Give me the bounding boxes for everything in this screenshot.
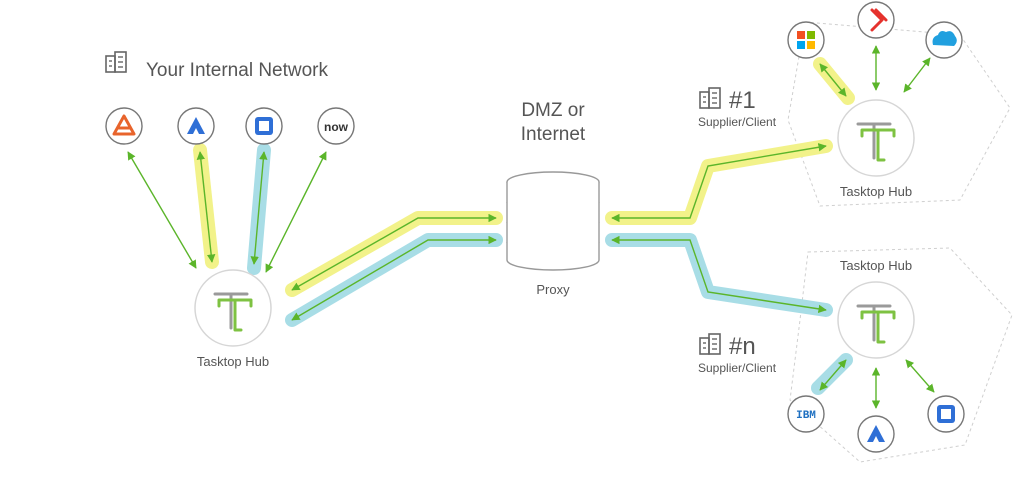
internal-hub: Tasktop Hub [193, 268, 273, 369]
internal-tool-jira [245, 107, 283, 145]
suppliern-tool-jira-align [857, 415, 895, 453]
supplier1-tool-microsoft [787, 21, 825, 59]
proxy-server: Proxy [506, 171, 600, 297]
internal-network-title: Your Internal Network [146, 60, 329, 81]
suppliern-header: #n Supplier/Client [698, 333, 777, 375]
dmz-label: DMZ or Internet [521, 100, 586, 145]
suppliern-label: Supplier/Client [698, 361, 777, 375]
internal-hub-label: Tasktop Hub [197, 354, 269, 369]
building-icon [105, 51, 127, 73]
supplier1-ring [787, 21, 1011, 207]
suppliern-hub-label: Tasktop Hub [840, 258, 912, 273]
dmz-line2: Internet [521, 124, 586, 145]
supplier1-number: #1 [729, 87, 756, 114]
arrows [127, 45, 935, 409]
supplier1-label: Supplier/Client [698, 115, 777, 129]
internal-network-header: Your Internal Network [105, 51, 329, 81]
suppliern-ring [789, 247, 1013, 463]
dmz-line1: DMZ or [521, 100, 585, 121]
supplier1-tool-salesforce [925, 21, 963, 59]
tasktop-hub-icon [836, 280, 916, 360]
building-icon [699, 87, 721, 109]
ibm-text: IBM [796, 410, 816, 422]
internal-tool-jira-align [177, 107, 215, 145]
proxy-label: Proxy [536, 282, 570, 297]
suppliern-tool-ibm: IBM [787, 395, 825, 433]
suppliern-hub: Tasktop Hub [836, 258, 916, 360]
supplier1-hub: Tasktop Hub [836, 98, 916, 199]
supplier1-header: #1 Supplier/Client [698, 87, 777, 129]
supplier1-tool-broadcom [857, 1, 895, 39]
servicenow-text: now [324, 120, 349, 134]
supplier1-hub-label: Tasktop Hub [840, 184, 912, 199]
tasktop-hub-icon [193, 268, 273, 348]
building-icon [699, 333, 721, 355]
internal-tool-atlas [105, 107, 143, 145]
tasktop-hub-icon [836, 98, 916, 178]
suppliern-number: #n [729, 333, 756, 360]
suppliern-tool-jira [927, 395, 965, 433]
internal-tool-servicenow: now [317, 107, 355, 145]
